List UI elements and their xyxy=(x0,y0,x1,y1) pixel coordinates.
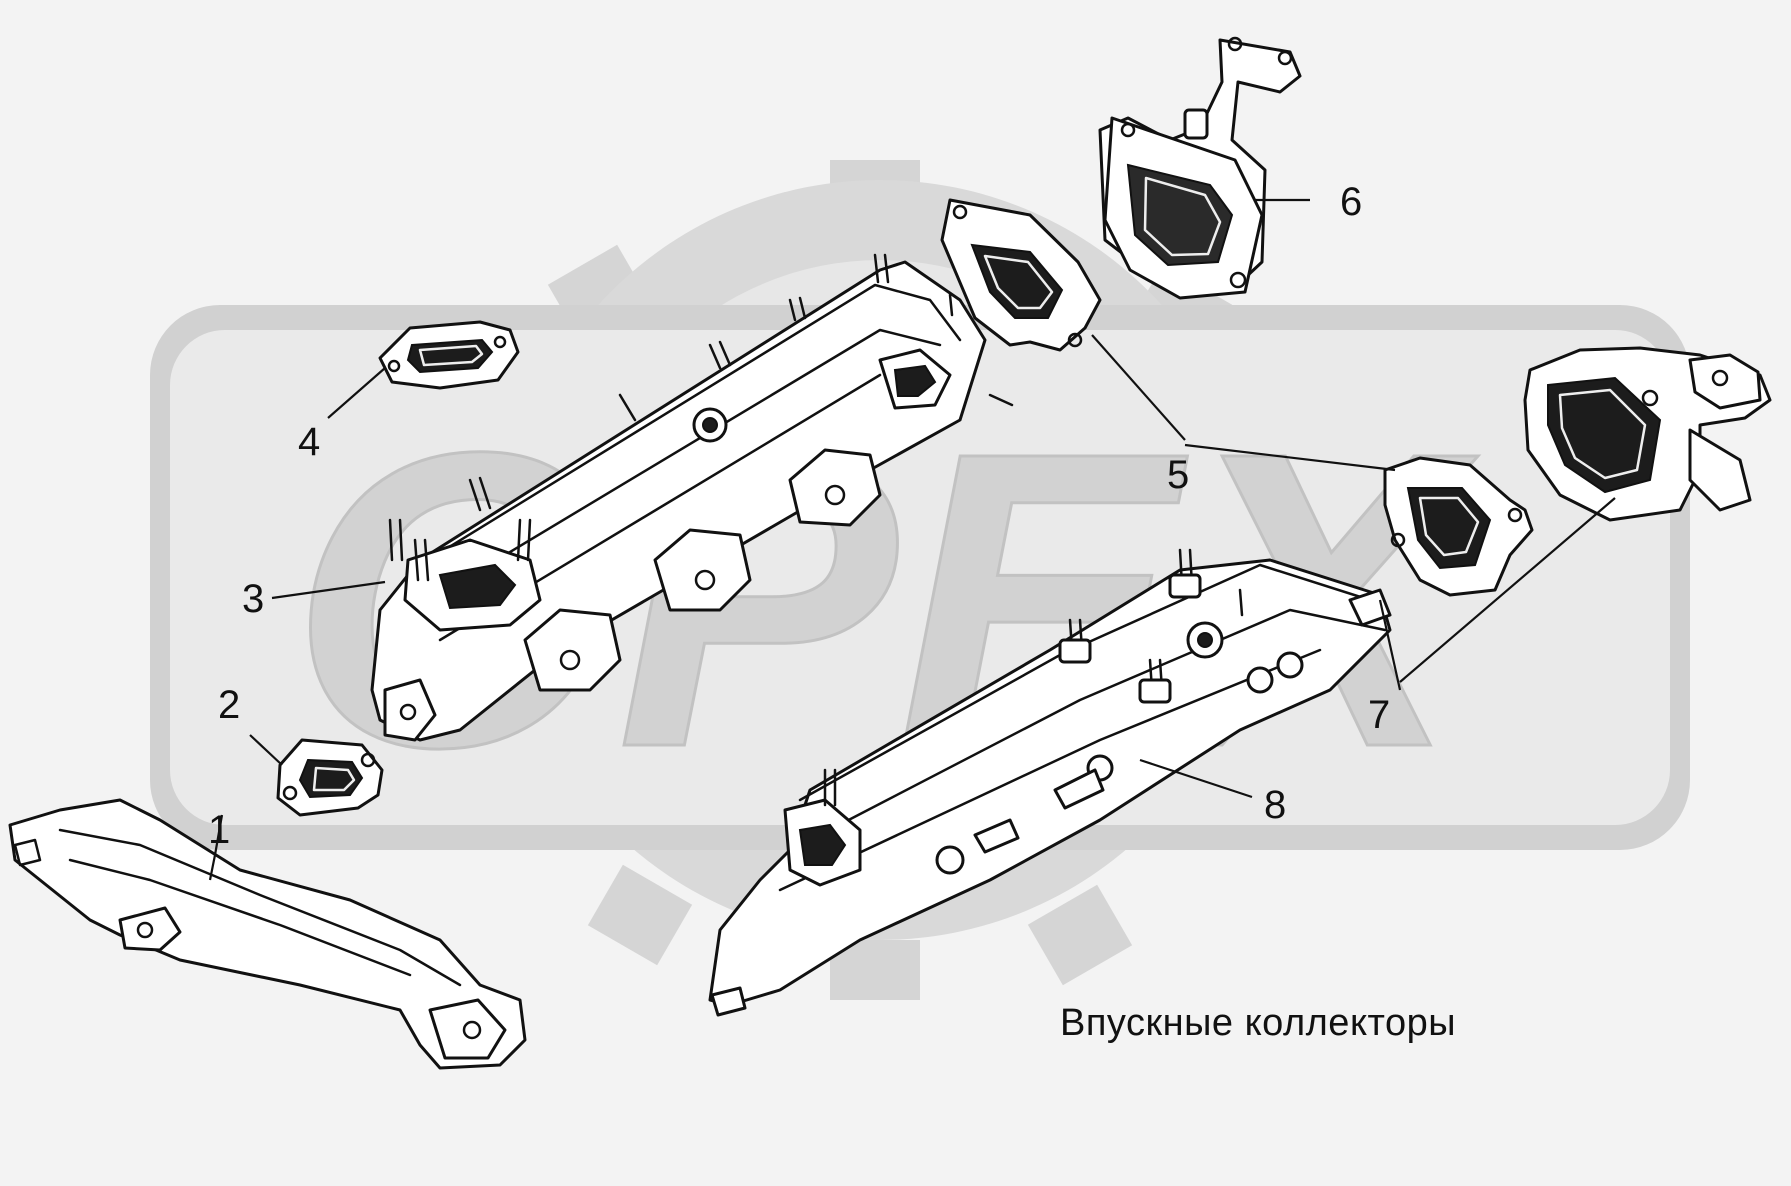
part-5-lower-gasket xyxy=(1383,456,1534,597)
leader-lines xyxy=(208,198,1616,881)
part-3-upper-manifold xyxy=(370,253,1014,742)
leader-3 xyxy=(271,580,386,600)
callout-1: 1 xyxy=(208,808,230,852)
leader-5b xyxy=(1184,443,1396,472)
gear-tooth xyxy=(1027,884,1133,986)
callout-3: 3 xyxy=(242,577,264,621)
part-1-intake-tube xyxy=(8,798,527,1070)
callout-5: 5 xyxy=(1167,453,1189,497)
gear-tooth xyxy=(587,864,693,966)
leader-4 xyxy=(327,367,386,419)
callout-numbers: 1 2 3 4 5 6 7 8 xyxy=(208,180,1390,852)
leader-2 xyxy=(249,734,283,766)
diagram-caption: Впускные коллекторы xyxy=(1060,1002,1456,1044)
callout-7: 7 xyxy=(1368,693,1390,737)
part-4-gasket xyxy=(378,320,520,390)
part-7-elbow xyxy=(1523,346,1772,522)
callout-8: 8 xyxy=(1264,783,1286,827)
callout-4: 4 xyxy=(298,420,320,464)
leader-1 xyxy=(208,814,224,881)
leader-7b xyxy=(1378,599,1402,691)
leader-5a xyxy=(1091,334,1186,441)
callout-2: 2 xyxy=(218,683,240,727)
part-2-gasket xyxy=(276,738,384,817)
part-8-lower-manifold xyxy=(708,548,1392,1017)
part-5-upper-gasket xyxy=(940,198,1102,352)
leader-8 xyxy=(1139,758,1253,799)
part-6-elbow-pipe xyxy=(1098,36,1302,300)
leader-7a xyxy=(1399,497,1616,683)
callout-6: 6 xyxy=(1340,180,1362,224)
